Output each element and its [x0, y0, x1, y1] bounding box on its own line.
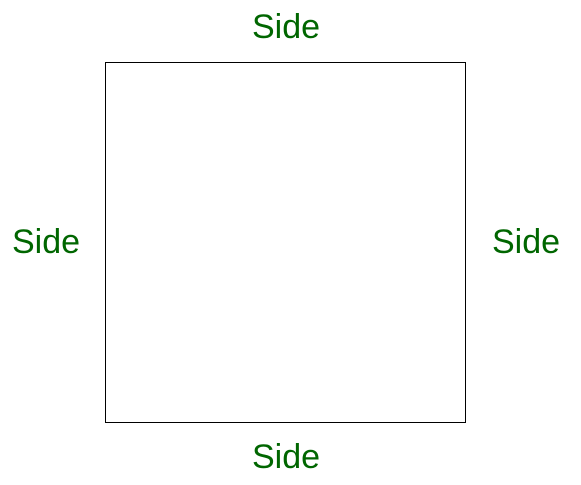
side-label-left: Side — [12, 223, 81, 261]
square-shape — [105, 62, 466, 423]
side-label-bottom: Side — [251, 438, 321, 476]
side-label-top: Side — [251, 8, 321, 46]
side-label-right: Side — [492, 223, 561, 261]
